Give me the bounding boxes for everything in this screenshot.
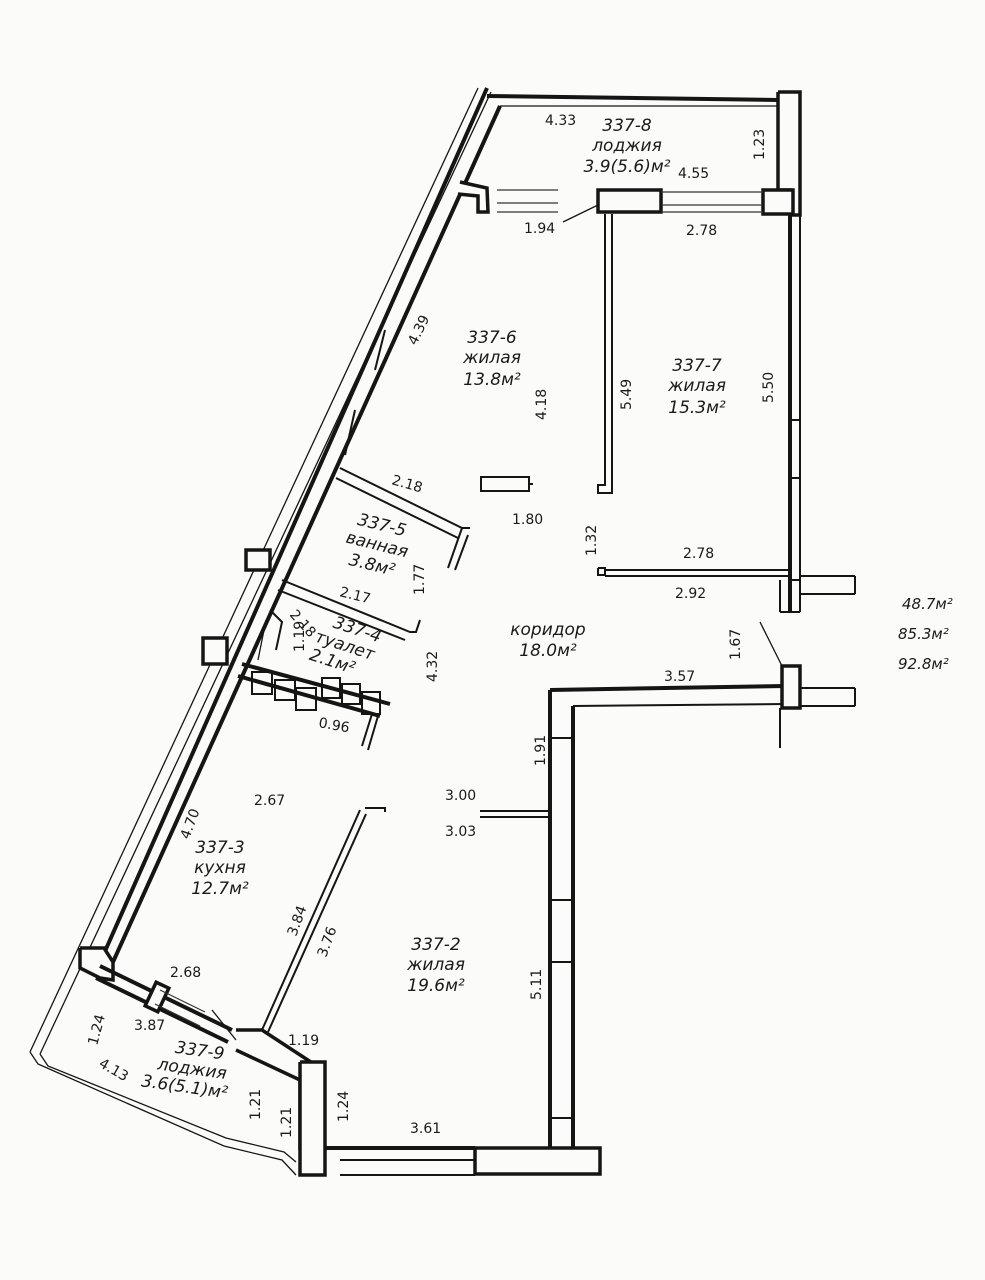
dim-label: 1.77	[412, 564, 428, 595]
dim-label: 1.24	[336, 1091, 352, 1122]
dim-label: 3.03	[445, 824, 476, 840]
dim-label: 3.00	[445, 788, 476, 804]
svg-text:кухня: кухня	[194, 858, 246, 878]
dim-label: 2.67	[254, 793, 285, 809]
total-area-living: 48.7м²	[902, 595, 953, 613]
svg-text:337-7: 337-7	[672, 356, 722, 376]
room-label-337-7: 337-7 жилая 15.3м²	[667, 356, 726, 418]
svg-text:жилая: жилая	[667, 376, 726, 396]
svg-text:337-3: 337-3	[195, 838, 244, 858]
dim-label: 1.19	[292, 621, 308, 652]
dim-label: 5.11	[529, 969, 545, 1000]
dim-label: 3.76	[315, 925, 341, 960]
svg-text:337-6: 337-6	[467, 328, 517, 348]
room-label-corridor: коридор 18.0м²	[510, 620, 586, 661]
svg-text:12.7м²: 12.7м²	[191, 879, 249, 899]
room-label-337-6: 337-6 жилая 13.8м²	[462, 328, 521, 390]
svg-text:3.9(5.6)м²: 3.9(5.6)м²	[584, 157, 671, 177]
dim-label: 1.21	[279, 1107, 295, 1138]
svg-text:337-2: 337-2	[411, 935, 460, 955]
loggia-bottom-walls	[29, 946, 602, 1177]
dim-label: 3.87	[134, 1018, 165, 1034]
dim-label: 1.23	[752, 129, 768, 160]
interior-partitions	[201, 467, 533, 666]
dim-label: 1.94	[524, 221, 555, 237]
dim-label: 1.19	[288, 1033, 319, 1049]
corridor-walls	[261, 621, 856, 1148]
room-label-337-4: 337-4 туалет 2.1м²	[307, 613, 384, 679]
svg-text:18.0м²: 18.0м²	[519, 641, 577, 661]
svg-text:13.8м²: 13.8м²	[463, 370, 521, 390]
svg-text:19.6м²: 19.6м²	[407, 976, 465, 996]
svg-text:коридор: коридор	[510, 620, 586, 640]
svg-text:337-8: 337-8	[602, 116, 652, 136]
dim-label: 1.21	[248, 1089, 264, 1120]
dim-label: 2.78	[683, 546, 714, 562]
dim-label: 3.84	[285, 904, 311, 939]
dim-label: 1.91	[533, 735, 549, 766]
dim-label: 5.49	[619, 379, 635, 410]
dim-label: 4.33	[545, 113, 576, 129]
dim-label: 1.32	[584, 525, 600, 556]
dim-label: 2.18	[390, 472, 424, 496]
room-337-7-walls	[597, 214, 856, 613]
dim-label: 1.24	[85, 1013, 109, 1047]
dim-label: 2.92	[675, 586, 706, 602]
svg-text:лоджия: лоджия	[591, 136, 662, 156]
dim-label: 2.68	[170, 965, 201, 981]
room-label-337-9: 337-9 лоджия 3.6(5.1)м²	[140, 1038, 229, 1104]
dim-label: 3.61	[410, 1121, 441, 1137]
total-area-general: 85.3м²	[898, 625, 949, 643]
dim-label: 0.96	[317, 715, 351, 736]
svg-text:15.3м²: 15.3м²	[668, 398, 726, 418]
room-label-337-8: 337-8 лоджия 3.9(5.6)м²	[584, 116, 671, 177]
dim-label: 1.67	[728, 629, 744, 660]
dim-label: 1.80	[512, 512, 543, 528]
total-area-with-loggias: 92.8м²	[898, 655, 949, 673]
dim-label: 4.39	[405, 313, 433, 348]
dim-label: 4.32	[425, 651, 441, 682]
total-areas: 48.7м² 85.3м² 92.8м²	[898, 595, 953, 673]
dim-label: 4.55	[678, 166, 709, 182]
fixtures	[237, 662, 391, 751]
dim-label: 2.78	[686, 223, 717, 239]
room-label-337-3: 337-3 кухня 12.7м²	[191, 838, 249, 899]
dim-label: 5.50	[761, 372, 777, 403]
room-label-337-5: 337-5 ванная 3.8м²	[344, 510, 410, 581]
svg-text:жилая: жилая	[406, 955, 465, 975]
svg-text:жилая: жилая	[462, 348, 521, 368]
dim-label: 4.13	[96, 1056, 131, 1085]
dim-label: 3.57	[664, 669, 695, 685]
dim-label: 4.18	[534, 389, 550, 420]
dim-label: 2.17	[338, 584, 372, 607]
room-label-337-2: 337-2 жилая 19.6м²	[406, 935, 465, 996]
